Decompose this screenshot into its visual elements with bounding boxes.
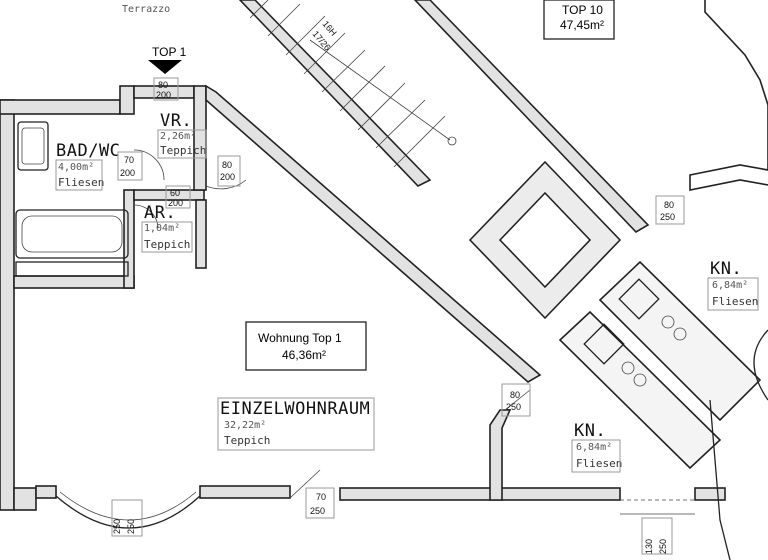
svg-text:200: 200 bbox=[220, 172, 235, 182]
svg-text:250: 250 bbox=[310, 506, 325, 516]
svg-text:250: 250 bbox=[506, 402, 521, 412]
partial-top-left: Terrazzo bbox=[122, 4, 170, 15]
svg-text:Teppich: Teppich bbox=[224, 434, 270, 447]
entry-arrow-icon bbox=[148, 60, 182, 74]
bathroom-fixtures bbox=[15, 121, 129, 277]
svg-text:70: 70 bbox=[124, 155, 134, 165]
unit-label-box bbox=[245, 321, 367, 371]
svg-text:BAD/WC: BAD/WC bbox=[56, 141, 120, 161]
door-tag-kn-center: 80 250 bbox=[501, 383, 531, 417]
svg-text:Teppich: Teppich bbox=[160, 144, 206, 157]
svg-text:80: 80 bbox=[158, 80, 168, 90]
svg-text:VR.: VR. bbox=[160, 111, 192, 131]
svg-text:80: 80 bbox=[664, 200, 674, 210]
bay-window bbox=[55, 495, 201, 529]
svg-text:6,84m²: 6,84m² bbox=[712, 280, 748, 291]
room-bad: BAD/WC 4,00m² Fliesen bbox=[55, 141, 120, 191]
svg-text:Teppich: Teppich bbox=[144, 238, 190, 251]
door-tag-balcony: 70 250 bbox=[305, 487, 335, 519]
svg-text:200: 200 bbox=[120, 168, 135, 178]
svg-text:80: 80 bbox=[510, 390, 520, 400]
svg-text:200: 200 bbox=[168, 198, 183, 208]
unit-name: Wohnung Top 1 bbox=[258, 331, 342, 345]
svg-text:60: 60 bbox=[170, 188, 180, 198]
svg-text:32,22m²: 32,22m² bbox=[224, 420, 266, 431]
door-tag-ar: 60 200 bbox=[165, 185, 191, 209]
neighbour-unit-area: 47,45m² bbox=[560, 18, 604, 32]
svg-text:4,00m²: 4,00m² bbox=[58, 162, 94, 173]
door-tag-vr-entry: 80 200 bbox=[153, 77, 179, 101]
room-kn-right: KN. 6,84m² Fliesen bbox=[707, 259, 759, 311]
door-swings bbox=[133, 149, 531, 499]
stair-treads bbox=[249, 0, 457, 168]
room-kn-center: KN. 6,84m² Fliesen bbox=[571, 421, 622, 473]
svg-text:200: 200 bbox=[156, 90, 171, 100]
svg-text:KN.: KN. bbox=[574, 421, 606, 441]
svg-text:80: 80 bbox=[222, 160, 232, 170]
svg-text:250: 250 bbox=[660, 212, 675, 222]
room-vr: VR. 2,26m² Teppich bbox=[157, 111, 207, 159]
neighbour-unit-name: TOP 10 bbox=[562, 3, 603, 17]
door-tag-kn-right: 80 250 bbox=[655, 195, 685, 225]
svg-text:250: 250 bbox=[112, 519, 122, 534]
svg-text:130: 130 bbox=[644, 539, 654, 554]
room-ar: AR. 1,04m² Teppich bbox=[141, 203, 193, 253]
svg-text:6,84m²: 6,84m² bbox=[576, 442, 612, 453]
svg-text:1,04m²: 1,04m² bbox=[144, 223, 180, 234]
room-einzelwohnraum: EINZELWOHNRAUM 32,22m² Teppich bbox=[217, 397, 375, 451]
neighbour-unit-box bbox=[543, 0, 615, 40]
svg-text:70: 70 bbox=[316, 492, 326, 502]
svg-text:KN.: KN. bbox=[710, 259, 742, 279]
svg-text:Fliesen: Fliesen bbox=[576, 457, 622, 470]
svg-text:250: 250 bbox=[658, 539, 668, 554]
window-tag-left: 250 250 bbox=[111, 499, 143, 537]
window-tag-right: 130 250 bbox=[641, 517, 673, 555]
door-tag-wohn: 80 200 bbox=[217, 155, 241, 187]
svg-text:EINZELWOHNRAUM: EINZELWOHNRAUM bbox=[220, 399, 370, 419]
svg-text:250: 250 bbox=[126, 519, 136, 534]
door-tag-bad: 70 200 bbox=[117, 151, 143, 181]
svg-text:Fliesen: Fliesen bbox=[58, 176, 104, 189]
unit-area: 46,36m² bbox=[282, 348, 326, 362]
svg-text:2,26m²: 2,26m² bbox=[160, 131, 196, 142]
svg-text:Fliesen: Fliesen bbox=[712, 295, 758, 308]
kitchen-fixtures bbox=[583, 278, 687, 387]
entry-top-label: TOP 1 bbox=[152, 45, 187, 59]
